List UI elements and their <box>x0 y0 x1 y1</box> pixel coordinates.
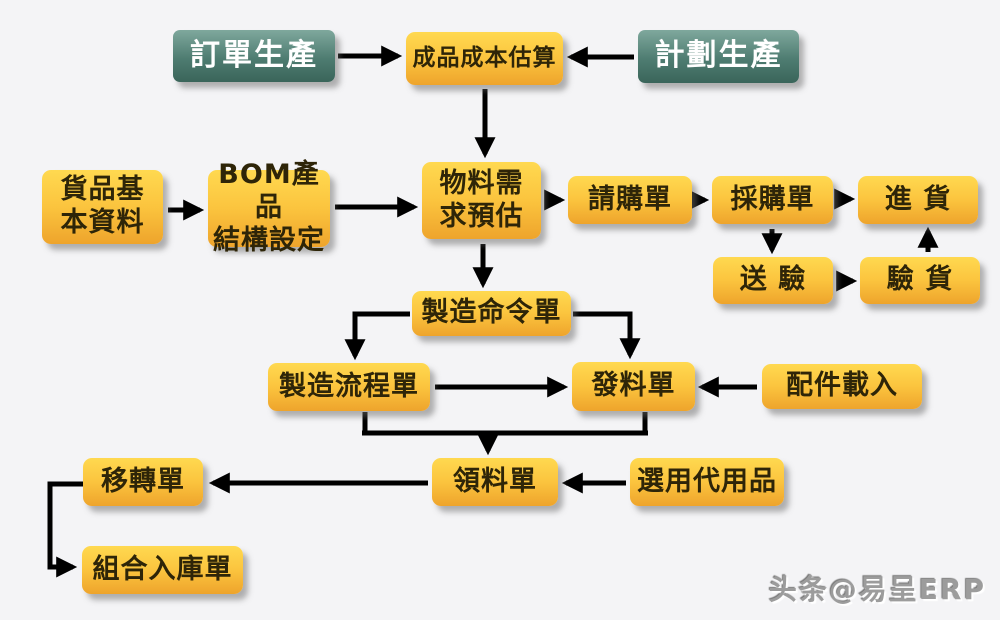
edge-mfgorder-to-issue <box>573 311 641 360</box>
node-label: 選用代用品 <box>637 465 777 497</box>
node-bom-structure-setup[interactable]: BOM產品 結構設定 <box>208 159 330 256</box>
node-label: 進 貨 <box>884 183 952 215</box>
node-send-inspection[interactable]: 送 驗 <box>713 257 833 304</box>
edge-transfer-to-assembly <box>47 481 83 578</box>
node-item-master[interactable]: 貨品基 本資料 <box>42 170 163 244</box>
node-label: 發料單 <box>591 370 676 402</box>
node-label: 領料單 <box>453 465 537 497</box>
node-label-line2: 本資料 <box>60 207 145 238</box>
node-material-issue-slip[interactable]: 發料單 <box>572 362 695 411</box>
node-component-load[interactable]: 配件載入 <box>762 364 922 409</box>
node-assembly-warehouse-slip[interactable]: 組合入庫單 <box>82 546 243 594</box>
node-goods-receipt[interactable]: 進 貨 <box>858 176 978 224</box>
node-label: 成品成本估算 <box>412 45 557 72</box>
node-material-requisition-slip[interactable]: 領料單 <box>432 458 558 506</box>
node-goods-inspection[interactable]: 驗 貨 <box>860 257 980 304</box>
node-label: 製造流程單 <box>279 370 419 402</box>
node-label-line1: BOM產品 <box>218 159 320 224</box>
node-label: 製造命令單 <box>421 297 562 329</box>
node-label-line2: 結構設定 <box>213 224 325 256</box>
edge-mfgorder-to-process <box>344 311 410 361</box>
watermark-text: 头条@易呈ERP <box>768 573 986 606</box>
node-substitute-item[interactable]: 選用代用品 <box>630 458 784 506</box>
node-label: 配件載入 <box>786 370 898 402</box>
node-label: 訂單生產 <box>190 37 318 73</box>
node-manufacturing-process-sheet[interactable]: 製造流程單 <box>268 363 430 411</box>
node-transfer-slip[interactable]: 移轉單 <box>83 458 203 506</box>
node-label-line2: 求預估 <box>439 200 524 232</box>
node-label: 組合入庫單 <box>92 553 233 585</box>
node-material-requirement-forecast[interactable]: 物料需 求預估 <box>422 162 541 239</box>
node-label: 送 驗 <box>739 264 807 296</box>
node-finished-cost-estimate[interactable]: 成品成本估算 <box>406 32 563 85</box>
node-purchase-order[interactable]: 採購單 <box>712 176 833 224</box>
node-label-line1: 貨品基 <box>60 174 145 206</box>
node-label: 移轉單 <box>101 465 185 497</box>
node-order-production[interactable]: 訂單生產 <box>173 30 335 82</box>
node-label-line1: 物料需 <box>439 167 524 199</box>
node-label: 計劃生產 <box>654 38 783 74</box>
node-manufacturing-order[interactable]: 製造命令單 <box>412 291 571 336</box>
node-label: 採購單 <box>730 183 815 215</box>
node-purchase-request[interactable]: 請購單 <box>568 176 692 224</box>
node-label: 驗 貨 <box>886 264 954 296</box>
node-label: 請購單 <box>588 183 672 215</box>
node-planned-production[interactable]: 計劃生產 <box>638 30 799 83</box>
